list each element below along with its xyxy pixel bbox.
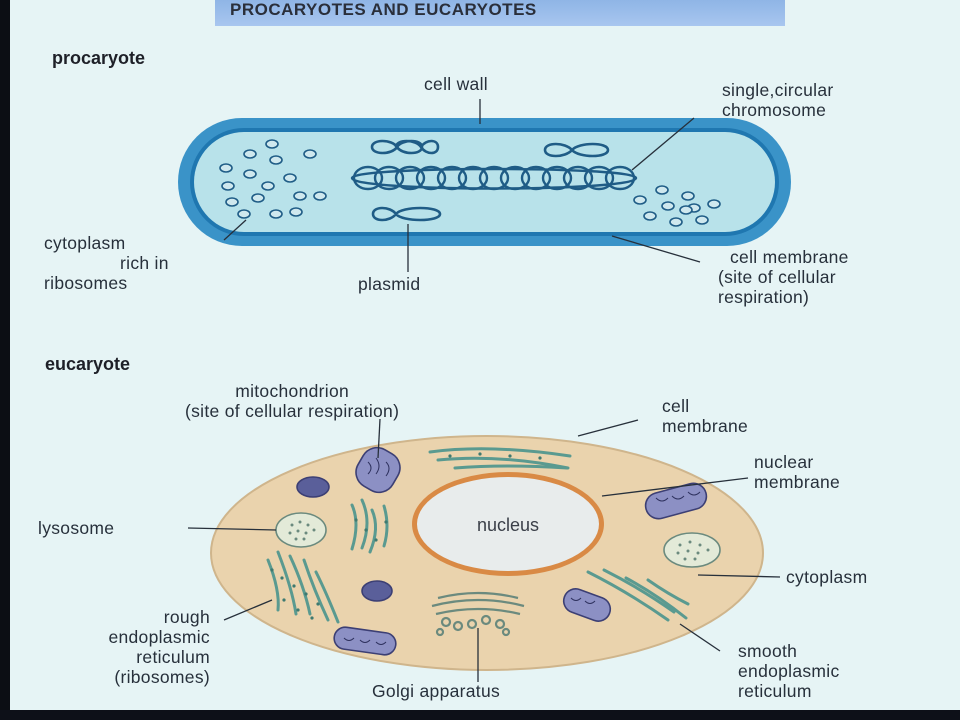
label-golgi: Golgi apparatus <box>372 681 501 701</box>
ribosomes <box>219 139 721 227</box>
nucleus-label: nucleus <box>477 515 539 535</box>
nucleus-shape <box>417 477 599 571</box>
endoplasmic-reticulum <box>266 447 690 624</box>
prokaryote-cell <box>178 118 791 246</box>
right-border <box>952 0 960 720</box>
page-title: PROCARYOTES AND EUCARYOTES <box>230 0 537 19</box>
label-chromosome: single,circular chromosome <box>722 80 834 120</box>
label-mitochondrion: mitochondrion (site of cellular respirat… <box>185 381 400 421</box>
label-cytoplasm-euk: cytoplasm <box>786 567 868 587</box>
prokaryote-heading: procaryote <box>52 48 146 68</box>
label-smooth-er: smooth endoplasmic reticulum <box>738 641 840 701</box>
eukaryote-heading: eucaryote <box>45 354 131 374</box>
bottom-border <box>0 710 960 720</box>
er-ribosomes <box>270 452 542 620</box>
label-plasmid: plasmid <box>358 274 421 294</box>
title-bar <box>215 0 785 26</box>
label-cell-wall: cell wall <box>424 74 488 94</box>
plasmids <box>370 139 610 222</box>
mitochondria <box>296 446 708 656</box>
bacterium-cytoplasm <box>194 132 775 232</box>
label-rough-er: rough endoplasmic reticulum (ribosomes) <box>108 607 210 687</box>
label-lysosome: lysosome <box>38 518 115 538</box>
eukaryote-leaders <box>187 418 781 682</box>
mitochondria-cristae <box>343 457 701 645</box>
prokaryote-leaders <box>223 99 701 272</box>
lysosomes <box>275 512 721 568</box>
golgi-apparatus <box>431 591 525 637</box>
eukaryote-cell: nucleus <box>210 435 764 671</box>
label-cell-membrane-euk: cell membrane <box>662 396 749 436</box>
label-cytoplasm-ribosomes: cytoplasm rich in ribosomes <box>44 233 169 293</box>
label-cell-membrane: cell membrane (site of cellular respirat… <box>718 247 849 307</box>
circular-chromosome <box>350 165 638 191</box>
left-border <box>0 0 10 720</box>
label-nuclear-membrane: nuclear membrane <box>754 452 841 492</box>
